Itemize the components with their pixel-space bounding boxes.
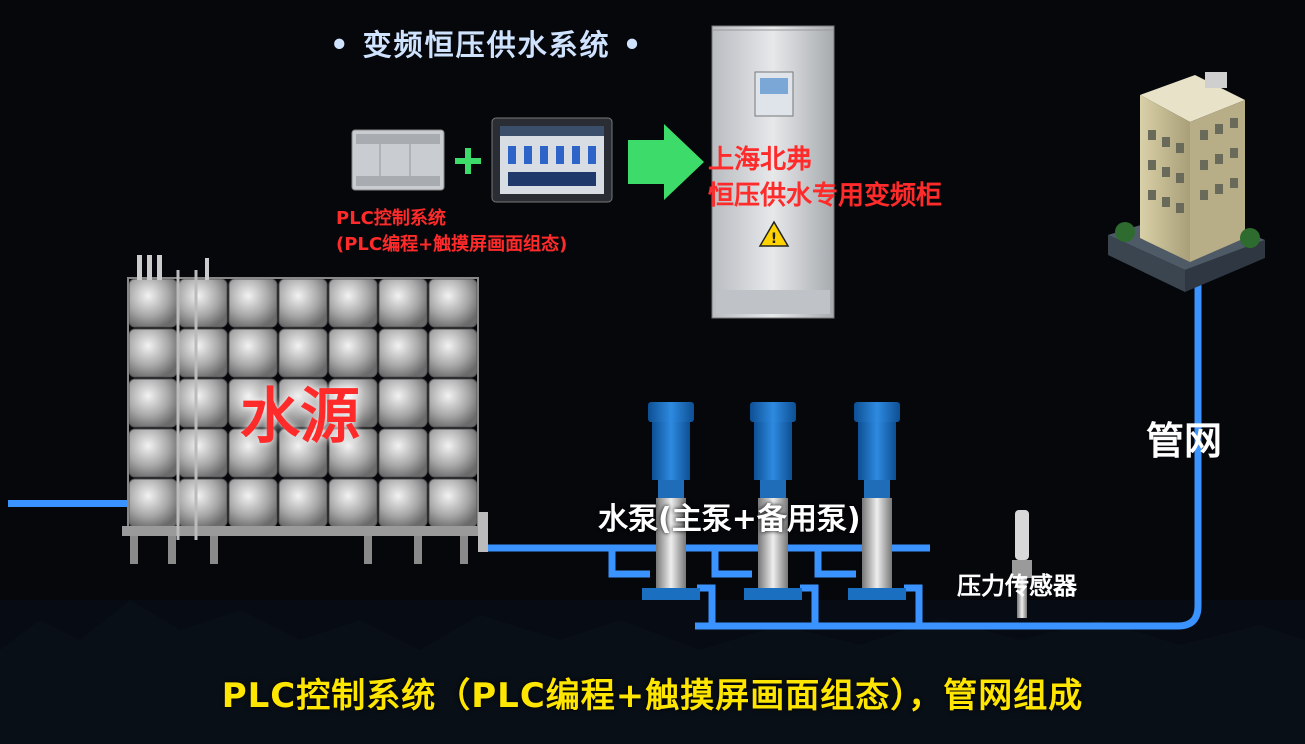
caption: PLC控制系统（PLC编程+触摸屏画面组态），管网组成 [221, 676, 1084, 716]
inlet-pipe [8, 500, 132, 507]
pump-icon [642, 402, 906, 600]
cabinet-label-line2: 恒压供水专用变频柜 [708, 181, 943, 211]
page-title: • 变频恒压供水系统 • [330, 28, 644, 62]
plc-system-label: PLC控制系统 (PLC编程+触摸屏画面组态) [336, 206, 567, 258]
tank-label: 水源 [240, 382, 360, 452]
pump-pipes [488, 280, 1202, 630]
warning-icon: ! [758, 220, 790, 247]
svg-text:!: ! [771, 231, 777, 247]
pump-label: 水泵(主泵+备用泵) [598, 502, 861, 537]
cabinet-label: 上海北弗 恒压供水专用变频柜 [708, 142, 942, 214]
tank-icon [122, 255, 488, 564]
plc-label-line1: PLC控制系统 [336, 208, 446, 229]
plc-device-icon [351, 129, 445, 191]
pipe-network-label: 管网 [1146, 419, 1223, 463]
sensor-label: 压力传感器 [957, 572, 1077, 600]
plc-label-line2: (PLC编程+触摸屏画面组态) [336, 234, 568, 255]
sensor-icon [1012, 510, 1032, 618]
building-icon [1108, 72, 1265, 292]
cabinet-icon [711, 25, 835, 319]
cabinet-label-line1: 上海北弗 [708, 145, 813, 175]
arrow-right-icon [628, 124, 704, 200]
touchscreen-icon [491, 117, 613, 203]
plus-icon [455, 148, 481, 174]
